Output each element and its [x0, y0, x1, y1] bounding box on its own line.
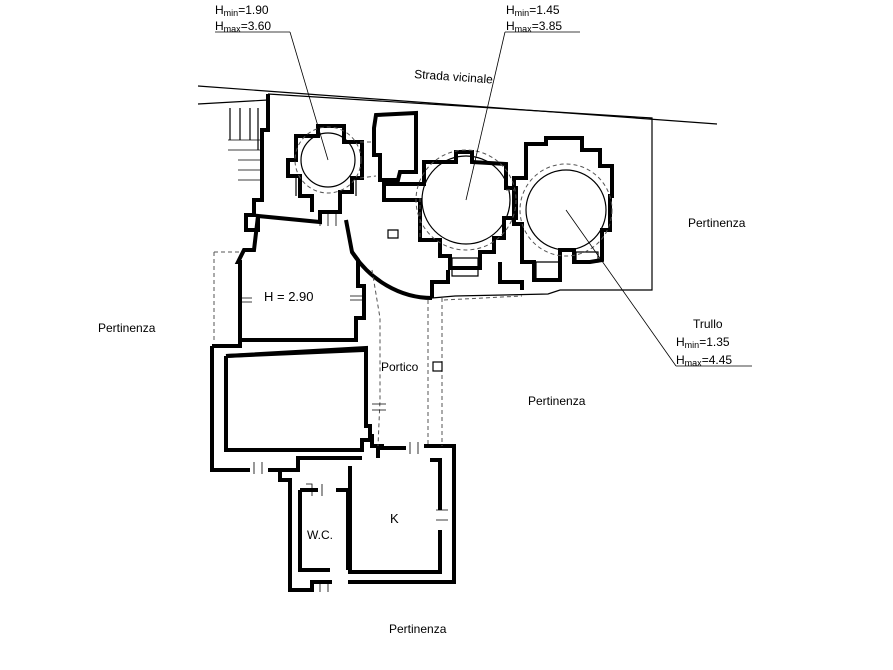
road-boundary: [197, 85, 718, 125]
dashed-outlines: [213, 141, 523, 447]
trullo-domes: [294, 126, 613, 257]
trullo-label: Trullo: [693, 317, 723, 331]
outer-walls: [210, 94, 614, 592]
road-label: Strada vicinale: [414, 67, 494, 86]
svg-text:Hmax=3.60: Hmax=3.60: [215, 19, 271, 34]
annotation-center: Hmin=1.45 Hmax=3.85: [506, 3, 562, 34]
openings: [238, 212, 448, 592]
annotation-right: Trullo Hmin=1.35 Hmax=4.45: [676, 317, 732, 368]
pertinenza-left-label: Pertinenza: [98, 321, 156, 335]
property-boundary: [228, 93, 653, 299]
leader-lines: [215, 31, 752, 367]
svg-text:Hmin=1.45: Hmin=1.45: [506, 3, 560, 18]
svg-text:Hmax=4.45: Hmax=4.45: [676, 353, 732, 368]
svg-text:Hmin=1.90: Hmin=1.90: [215, 3, 269, 18]
kitchen-label: K: [390, 511, 399, 526]
portico-label: Portico: [381, 360, 419, 374]
wc-label: W.C.: [307, 528, 333, 542]
trullo-dome-right: [525, 169, 607, 251]
annotation-left: Hmin=1.90 Hmax=3.60: [215, 3, 271, 34]
annex-walls: [295, 176, 599, 281]
pertinenza-right-label: Pertinenza: [688, 216, 746, 230]
trullo-dome-center: [421, 155, 511, 245]
svg-text:Hmin=1.35: Hmin=1.35: [676, 335, 730, 350]
pertinenza-bottom-label: Pertinenza: [389, 622, 447, 636]
trullo-dome-left: [300, 132, 356, 188]
pertinenza-center-label: Pertinenza: [528, 394, 586, 408]
area-labels: Strada vicinale Pertinenza Pertinenza Pe…: [98, 67, 746, 636]
room-height-label: H = 2.90: [264, 289, 314, 304]
svg-text:Hmax=3.85: Hmax=3.85: [506, 19, 562, 34]
